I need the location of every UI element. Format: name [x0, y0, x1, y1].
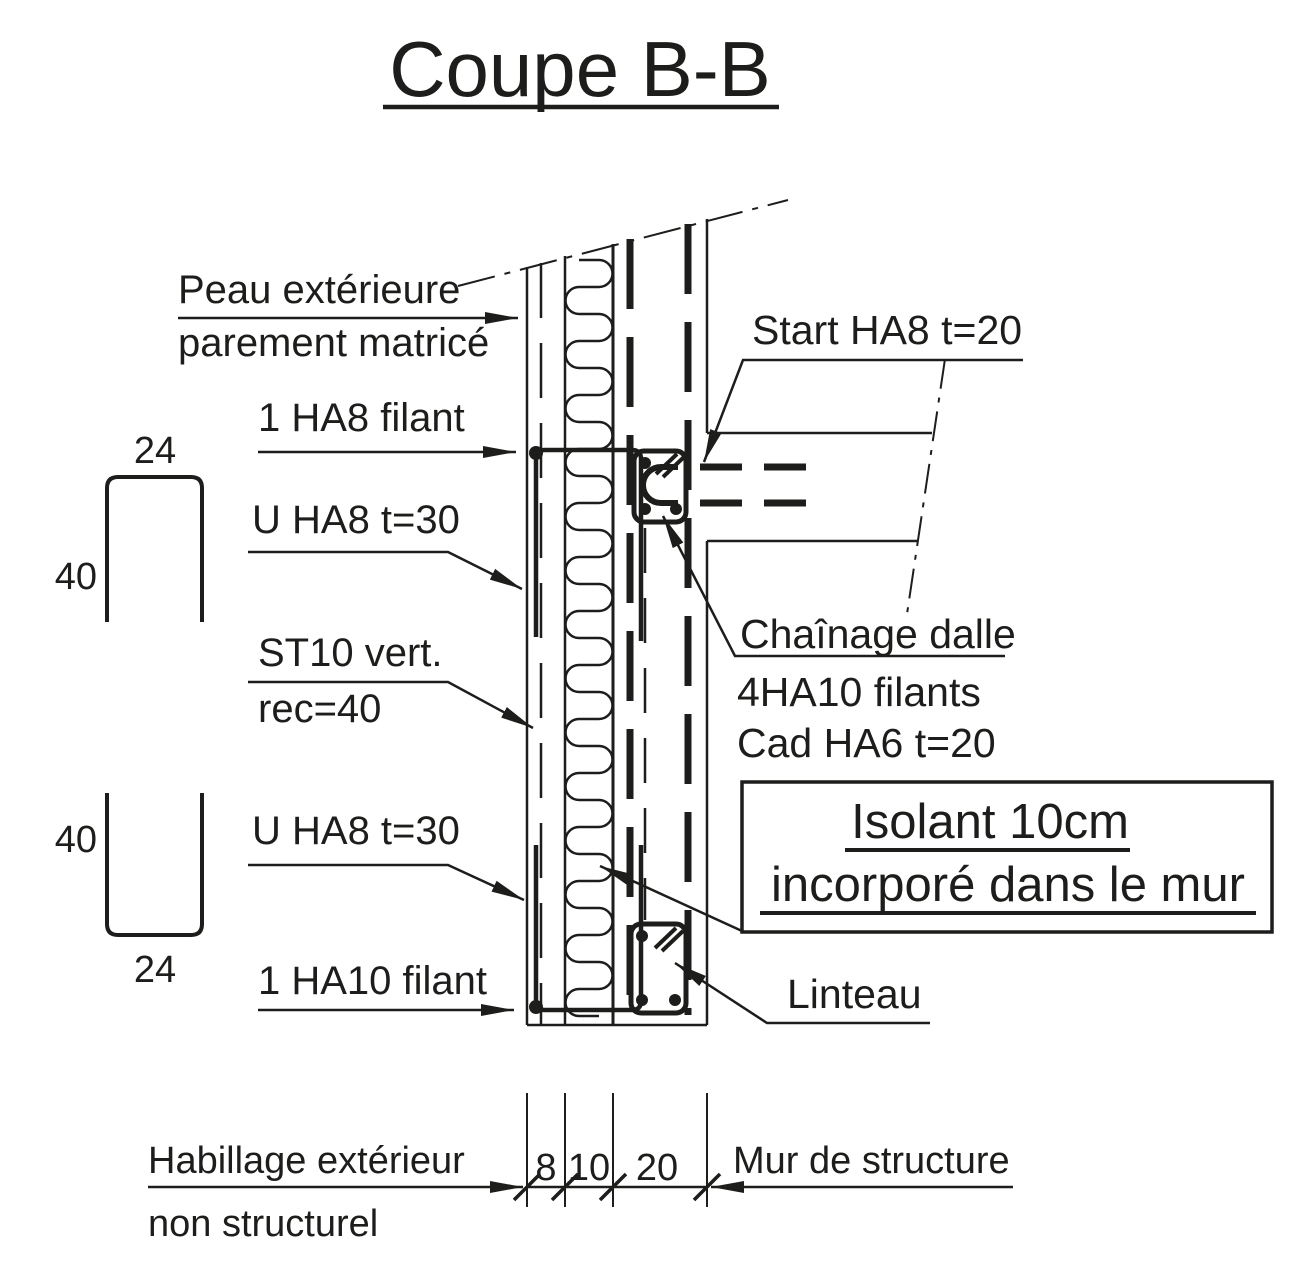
- upper-u-tie-bar: [533, 447, 644, 641]
- slab-break-line: [906, 358, 946, 615]
- upper-stirrup-height-dim: 40: [55, 556, 97, 598]
- lower-stirrup-width-dim: 24: [134, 949, 176, 991]
- leader-u-ha8-lower: [248, 863, 525, 902]
- ha8-filant-bar-dot: [529, 446, 543, 460]
- lintel-bar-dot-bl: [636, 994, 648, 1006]
- label-peau-exterieure: Peau extérieure: [178, 268, 460, 312]
- label-rec40: rec=40: [258, 687, 381, 731]
- drawing-title: Coupe B-B: [389, 25, 771, 113]
- upper-stirrup-symbol: [105, 475, 204, 622]
- label-cad-ha6: Cad HA6 t=20: [737, 720, 996, 766]
- lintel-bar-dot-br: [669, 994, 681, 1006]
- dim-skin-8: 8: [535, 1147, 556, 1189]
- leader-isolant: [599, 864, 743, 933]
- label-chainage-dalle: Chaînage dalle: [740, 611, 1016, 657]
- upper-stirrup-width-dim: 24: [134, 430, 176, 472]
- dim-tick-3: [598, 1172, 628, 1202]
- leader-u-ha8-upper: [248, 550, 523, 591]
- starter-bar-hook: [640, 464, 678, 506]
- dim-tick-1: [512, 1172, 542, 1202]
- label-isolant-incorpore: incorporé dans le mur: [771, 858, 1245, 912]
- label-4ha10-filants: 4HA10 filants: [737, 669, 981, 715]
- lower-stirrup-symbol: [105, 793, 204, 937]
- chainage-stirrup: [631, 448, 689, 525]
- label-mur-de-structure: Mur de structure: [733, 1140, 1010, 1182]
- lintel-bar-dot-tl: [636, 930, 648, 942]
- label-u-ha8-lower: U HA8 t=30: [252, 809, 460, 853]
- leader-st10-vert: [248, 680, 534, 730]
- isolant-callout-box: [740, 780, 1274, 934]
- dim-wall-20: 20: [636, 1147, 678, 1189]
- label-non-structurel: non structurel: [148, 1203, 378, 1245]
- label-st10-vert: ST10 vert.: [258, 631, 443, 675]
- leader-linteau: [674, 961, 930, 1025]
- dim-insulation-10: 10: [568, 1147, 610, 1189]
- chainage-bar-dot-bl: [639, 503, 651, 515]
- label-parement-matrice: parement matricé: [178, 321, 489, 365]
- leader-start-ha8: [702, 358, 1023, 463]
- leader-chainage-dalle: [661, 515, 1005, 658]
- lower-stirrup-height-dim: 40: [55, 819, 97, 861]
- label-start-ha8: Start HA8 t=20: [752, 307, 1022, 353]
- wall-top-break-line: [457, 199, 789, 287]
- lintel-break-tick-1: [653, 926, 678, 950]
- label-u-ha8-upper: U HA8 t=30: [252, 498, 460, 542]
- label-habillage-exterieur: Habillage extérieur: [148, 1140, 465, 1182]
- lintel-break-tick-2: [660, 929, 685, 953]
- dim-tick-2: [550, 1172, 580, 1202]
- chainage-bar-dot-tl: [639, 457, 651, 469]
- ha10-filant-bar-dot: [529, 1000, 543, 1014]
- label-ha8-filant: 1 HA8 filant: [258, 396, 465, 440]
- insulation-hatch-serpentine: [564, 258, 614, 1018]
- lower-u-tie-bar: [533, 845, 644, 1013]
- label-linteau: Linteau: [787, 971, 922, 1017]
- label-ha10-filant: 1 HA10 filant: [258, 959, 487, 1003]
- label-isolant: Isolant 10cm: [851, 795, 1129, 849]
- dim-tick-4: [692, 1172, 722, 1202]
